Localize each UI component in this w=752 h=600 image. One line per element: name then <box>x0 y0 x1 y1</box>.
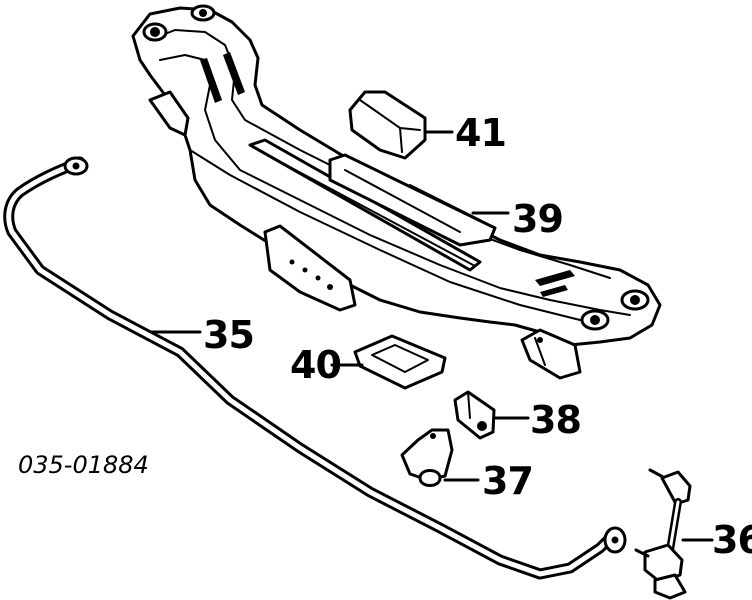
label-part-39: 39 <box>512 197 563 241</box>
part-labels: 41 39 35 40 38 37 36 <box>203 111 752 562</box>
part-40-plate <box>353 334 447 390</box>
part-36-end-link <box>634 468 692 600</box>
part-37-clamp <box>400 428 454 487</box>
label-part-37: 37 <box>482 459 533 503</box>
leader-lines <box>150 130 714 542</box>
part-38-bushing <box>453 390 496 440</box>
label-part-36: 36 <box>712 518 752 562</box>
label-part-41: 41 <box>455 111 506 155</box>
label-part-40: 40 <box>290 343 341 387</box>
label-part-38: 38 <box>530 398 581 442</box>
catalog-code: 035-01884 <box>18 451 149 479</box>
part-41-mount <box>348 90 427 160</box>
label-part-35: 35 <box>203 313 254 357</box>
part-35-stabilizer-bar <box>3 156 627 580</box>
rear-crossmember <box>131 4 662 380</box>
